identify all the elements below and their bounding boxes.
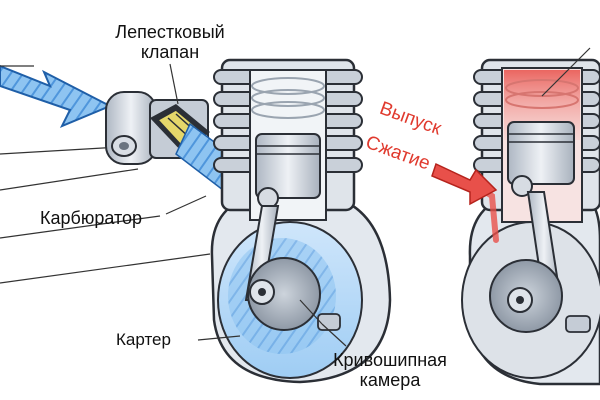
label-crankcase: Картер	[116, 330, 171, 349]
intake-arrow	[0, 64, 113, 128]
leader-lines	[165, 47, 591, 347]
label-reed-valve: Лепестковый клапан	[115, 22, 225, 63]
leader-lines-left	[0, 65, 211, 284]
engine-left	[210, 58, 392, 384]
label-carburetor: Карбюратор	[40, 208, 143, 228]
engine-right	[461, 58, 600, 386]
compression-arrow	[431, 162, 498, 206]
label-crank-chamber: Кривошипная камера	[333, 350, 447, 391]
